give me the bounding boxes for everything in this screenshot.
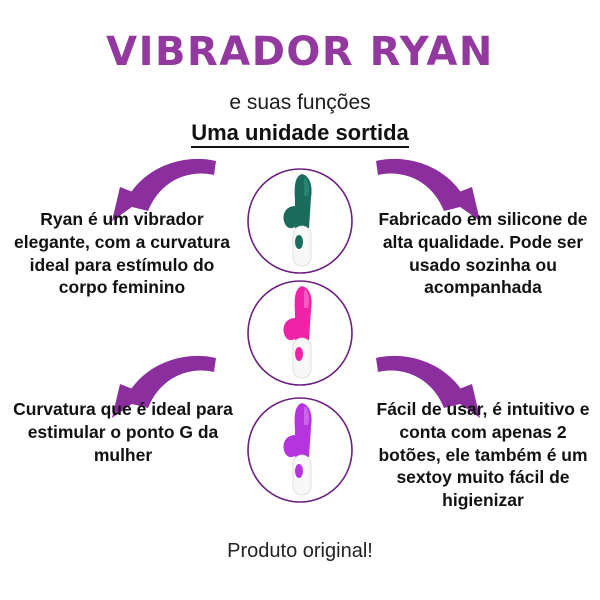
feature-text-top-right: Fabricado em silicone de alta qualidade.…: [378, 209, 588, 298]
feature-text-top-left: Ryan é um vibrador elegante, com a curva…: [14, 209, 230, 298]
device-body-teal: [283, 174, 312, 229]
device-base-white: [292, 454, 312, 496]
product-image-violet: [245, 395, 355, 505]
arrow-top-right-icon: [368, 155, 480, 225]
page-title: VIBRADOR RYAN: [106, 29, 494, 75]
product-circle-outline: [247, 397, 353, 503]
arrow-bottom-left-icon: [112, 352, 224, 422]
product-image-pink: [245, 278, 355, 388]
page-subtitle-emphasis: Uma unidade sortida: [0, 120, 600, 148]
page-subtitle: e suas funções: [229, 91, 371, 114]
product-circle-outline: [247, 168, 353, 274]
product-circle-outline: [247, 280, 353, 386]
arrow-bottom-right-icon: [368, 352, 480, 422]
device-base-white: [292, 225, 312, 267]
device-base-white: [292, 337, 312, 379]
product-image-teal: [245, 166, 355, 276]
device-body-violet: [283, 403, 312, 458]
arrow-top-left-icon: [112, 155, 224, 225]
feature-text-bottom-right: Fácil de usar, é intuitivo e conta com a…: [376, 399, 590, 510]
footer-note: Produto original!: [227, 540, 373, 562]
feature-text-bottom-left: Curvatura que é ideal para estimular o p…: [13, 399, 233, 465]
device-body-pink: [283, 286, 312, 341]
subtitle-emphasis-text: Uma unidade sortida: [191, 120, 409, 148]
